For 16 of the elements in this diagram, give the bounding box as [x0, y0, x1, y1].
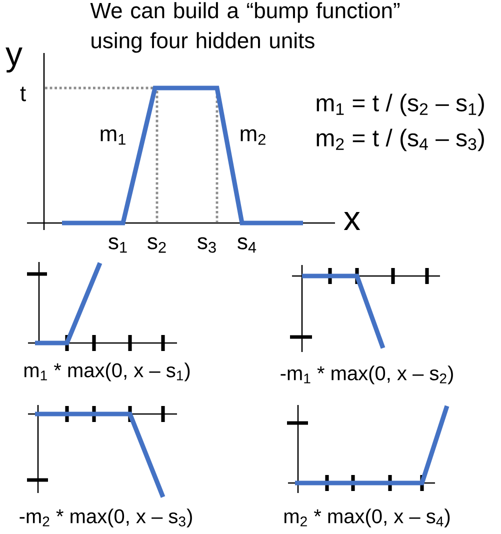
slope-label: m$_{2}$ [240, 129, 266, 145]
title: We can build a “bump function” using four hidden units [90, 2, 400, 53]
function-caption: -m$_{2}$ * max(0, x – s$_{3}$) [20, 508, 192, 528]
slope-label: m$_{1}$ [100, 129, 126, 145]
equation: m$_{2}$ = t / (s$_{4}$ – s$_{3}$) [316, 128, 484, 152]
axis-label: t [20, 86, 26, 102]
tick-label: s$_{3}$ [198, 237, 216, 253]
tick-label: s$_{4}$ [238, 237, 256, 253]
axis-label: x [344, 212, 360, 230]
function-caption: m$_{1}$ * max(0, x – s$_{1}$) [24, 362, 190, 382]
tick-label: s$_{2}$ [148, 237, 166, 253]
equation: m$_{1}$ = t / (s$_{2}$ – s$_{1}$) [316, 94, 484, 116]
axis-label: y [6, 48, 22, 72]
tick-label: s$_{1}$ [108, 237, 127, 253]
function-caption: m$_{2}$ * max(0, x – s$_{4}$) [284, 508, 450, 528]
function-caption: -m$_{1}$ * max(0, x – s$_{2}$) [280, 366, 453, 384]
